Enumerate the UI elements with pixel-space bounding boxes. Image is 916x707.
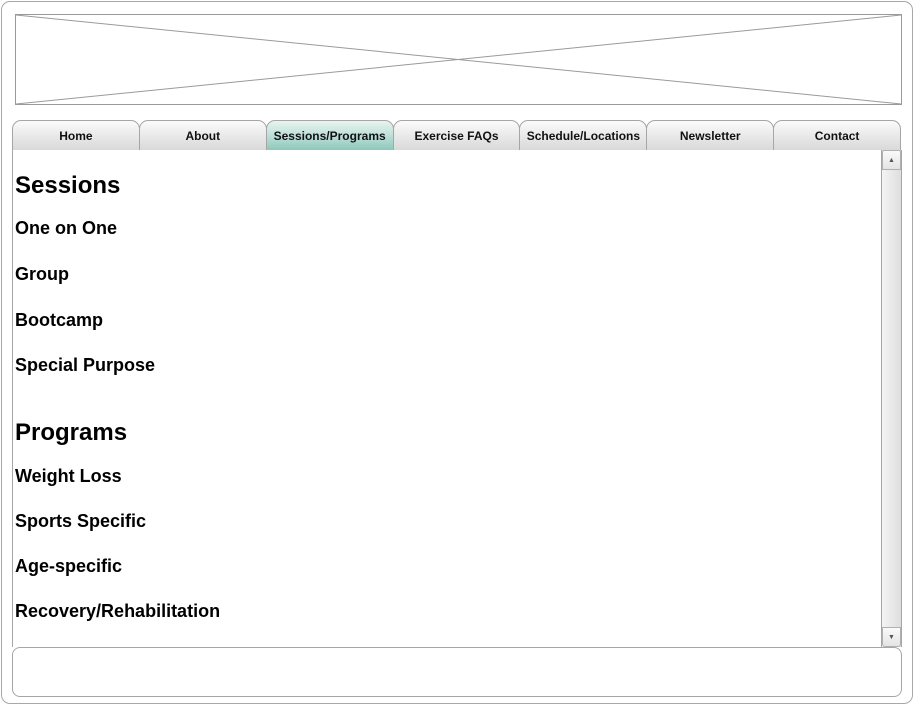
- tab-contact[interactable]: Contact: [773, 120, 902, 151]
- tab-label: Home: [59, 128, 93, 143]
- tab-home[interactable]: Home: [12, 120, 140, 151]
- session-item-bootcamp[interactable]: Bootcamp: [15, 310, 104, 330]
- footer-panel: [12, 647, 902, 697]
- program-item-weight-loss[interactable]: Weight Loss: [15, 466, 122, 486]
- tab-about[interactable]: About: [138, 120, 267, 151]
- tab-newsletter[interactable]: Newsletter: [646, 120, 775, 151]
- content-panel: Sessions One on One Group Bootcamp Speci…: [12, 150, 902, 647]
- nav-tabs: Home About Sessions/Programs Exercise FA…: [12, 120, 902, 151]
- program-item-recovery-rehabilitation[interactable]: Recovery/Rehabilitation: [15, 601, 221, 621]
- arrow-up-icon: ▲: [888, 156, 895, 164]
- session-item-special-purpose[interactable]: Special Purpose: [15, 355, 156, 375]
- arrow-down-icon: ▼: [888, 633, 895, 641]
- program-item-sports-specific[interactable]: Sports Specific: [15, 511, 147, 531]
- vertical-scrollbar[interactable]: ▲ ▼: [881, 150, 902, 647]
- tab-sessions-programs[interactable]: Sessions/Programs: [265, 120, 394, 151]
- tab-schedule-locations[interactable]: Schedule/Locations: [519, 120, 648, 151]
- session-item-group[interactable]: Group: [15, 264, 69, 284]
- tab-label: Contact: [814, 128, 860, 143]
- content-scroll-area: Sessions One on One Group Bootcamp Speci…: [15, 150, 880, 647]
- banner-image-placeholder: [15, 14, 902, 105]
- scroll-down-button[interactable]: ▼: [882, 627, 901, 647]
- session-item-one-on-one[interactable]: One on One: [15, 218, 118, 238]
- programs-heading: Programs: [15, 419, 128, 446]
- tab-label: Exercise FAQs: [414, 128, 499, 143]
- tab-label: Sessions/Programs: [273, 128, 386, 143]
- tab-exercise-faqs[interactable]: Exercise FAQs: [392, 120, 521, 151]
- tab-label: Schedule/Locations: [526, 128, 641, 143]
- tab-label: Newsletter: [679, 128, 741, 143]
- image-placeholder-icon: [16, 15, 901, 104]
- program-item-age-specific[interactable]: Age-specific: [15, 556, 123, 576]
- sessions-heading: Sessions: [15, 172, 121, 199]
- scroll-up-button[interactable]: ▲: [882, 150, 901, 170]
- tab-label: About: [185, 128, 221, 143]
